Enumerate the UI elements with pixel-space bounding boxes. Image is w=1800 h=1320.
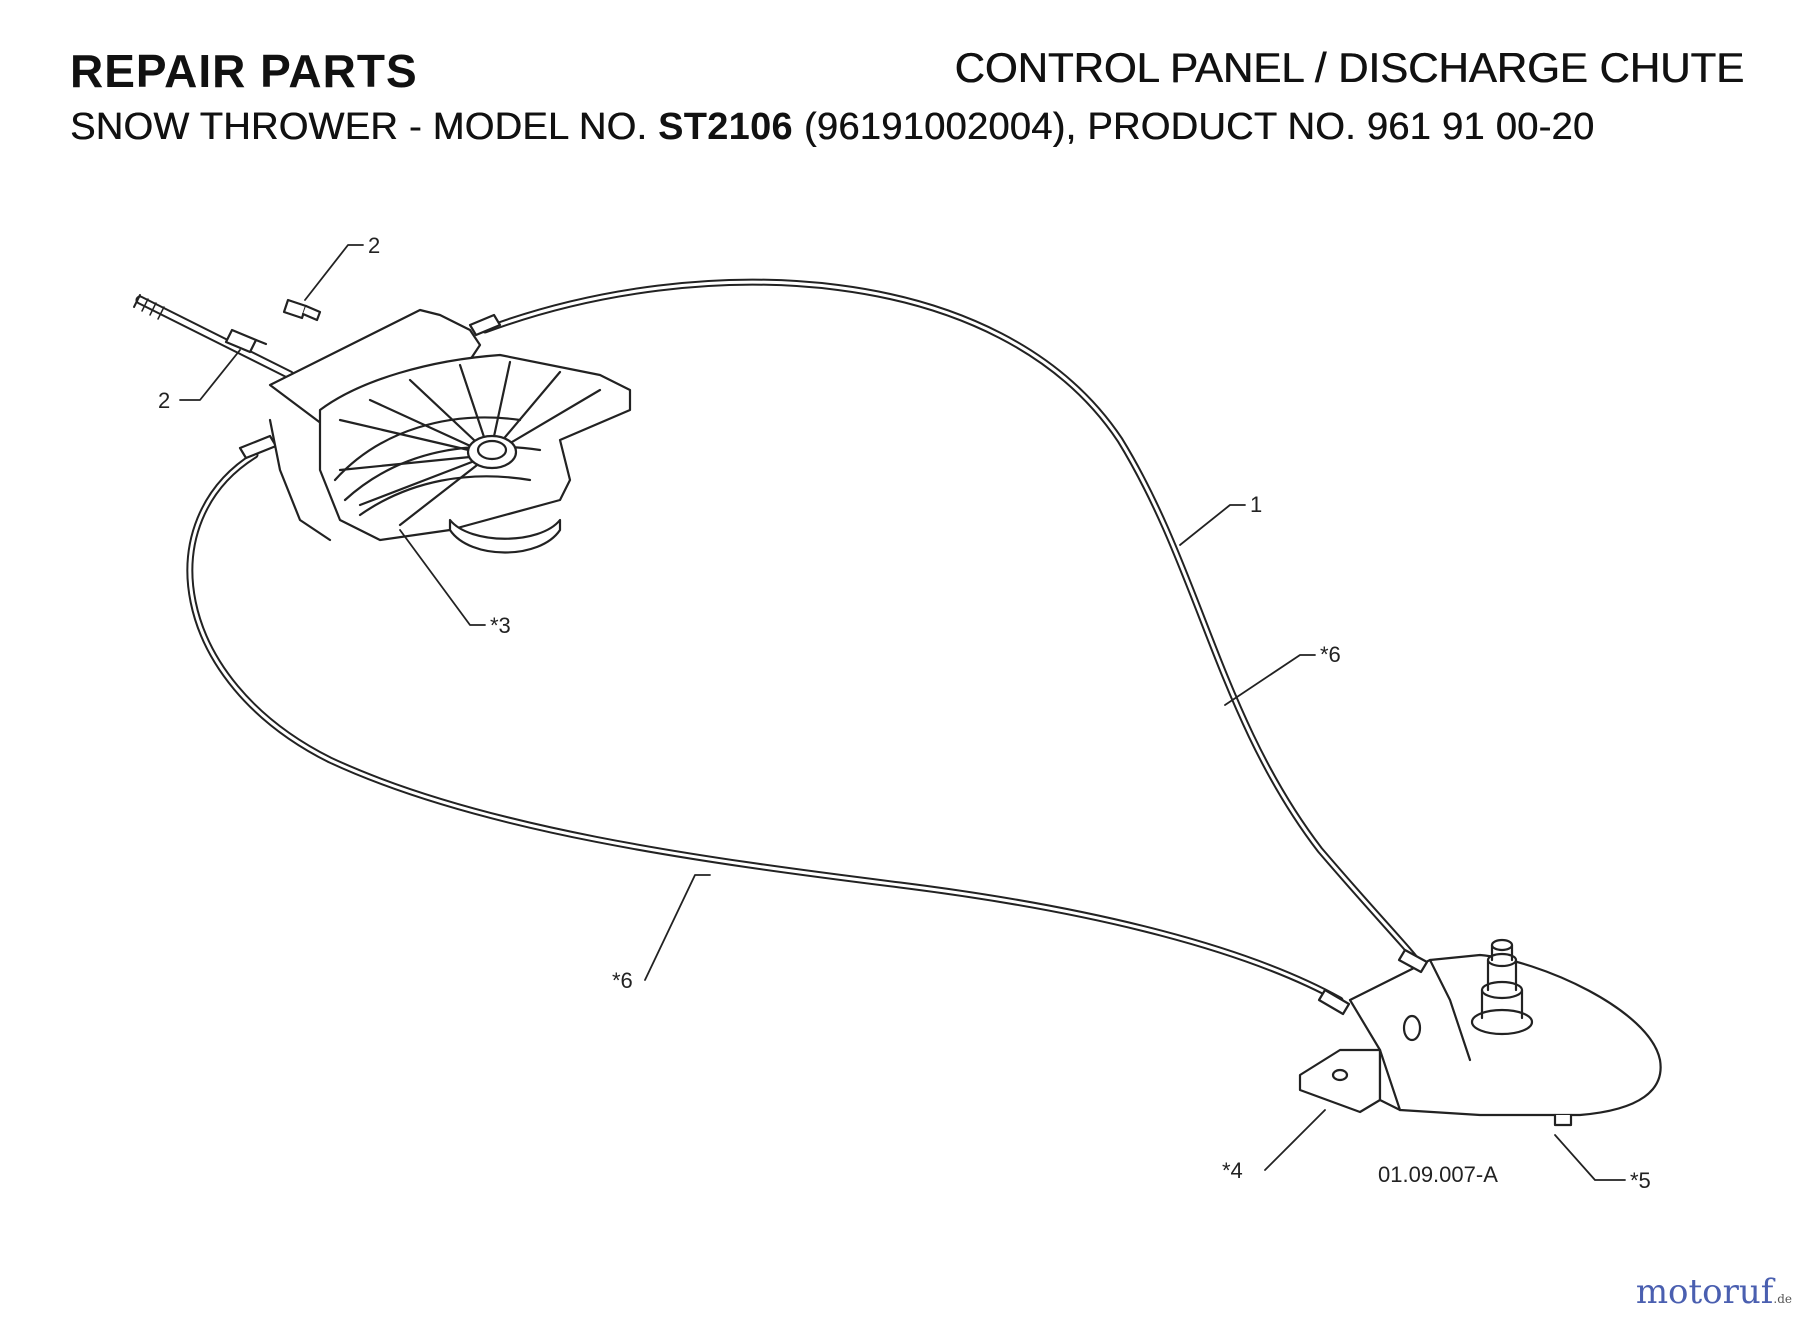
leader-lines: [179, 244, 1626, 1181]
watermark-suffix: .de: [1773, 1292, 1792, 1306]
callout-3: *3: [490, 613, 511, 638]
page-title: REPAIR PARTS: [70, 45, 418, 97]
subtitle-suffix: (96191002004), PRODUCT NO. 961 91 00-20: [792, 106, 1595, 148]
callout-5: *5: [1630, 1168, 1651, 1193]
callout-1: 1: [1250, 492, 1262, 517]
callout-6-right: *6: [1320, 642, 1341, 667]
control-panel-assembly: [133, 294, 632, 554]
chute-bracket-assembly: [1298, 938, 1662, 1127]
drawing-reference: 01.09.007-A: [1378, 1162, 1498, 1187]
section-title: CONTROL PANEL / DISCHARGE CHUTE: [954, 44, 1744, 91]
watermark-logo: motoruf.de: [1636, 1272, 1792, 1312]
model-number: ST2106: [658, 106, 793, 148]
callout-2-left: 2: [158, 388, 170, 413]
cable-1: [481, 278, 1424, 969]
callout-2-top: 2: [368, 233, 380, 258]
subtitle-prefix: SNOW THROWER - MODEL NO.: [70, 106, 659, 148]
cable-6: [186, 451, 1344, 1004]
watermark-brand: motoruf: [1635, 1272, 1774, 1312]
callout-4: *4: [1222, 1158, 1243, 1183]
callout-6-left: *6: [612, 968, 633, 993]
model-subtitle: SNOW THROWER - MODEL NO. ST2106 (9619100…: [70, 106, 1594, 149]
